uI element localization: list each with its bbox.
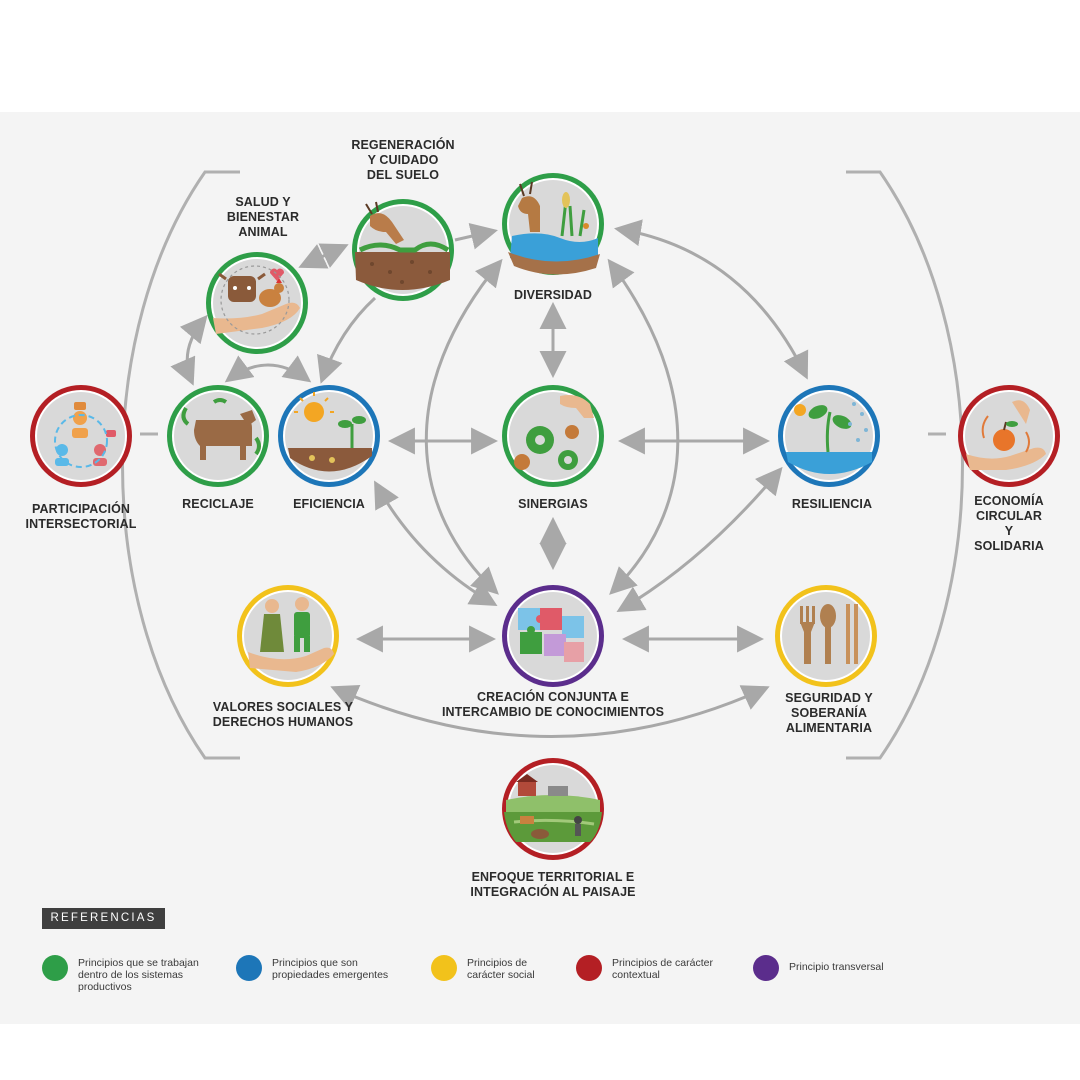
node-eficiencia xyxy=(278,385,380,487)
plant-rain-icon xyxy=(786,402,872,474)
label-reciclaje: RECICLAJE xyxy=(182,497,254,511)
gears-hand-icon xyxy=(514,395,594,470)
people-network-icon xyxy=(54,402,116,468)
landscape-icon xyxy=(504,774,602,842)
legend-dot-purple xyxy=(753,955,779,981)
legend-item-red: Principios de carácter contextual xyxy=(576,955,713,981)
legend-item-purple: Principio transversal xyxy=(753,955,884,981)
right-bracket xyxy=(846,170,964,760)
label-economia: ECONOMÍA CIRCULAR Y SOLIDARIA xyxy=(974,494,1044,553)
node-background-salud xyxy=(213,259,301,347)
cow-chicken-hand-icon xyxy=(213,265,300,335)
label-creacion: CREACIÓN CONJUNTA E INTERCAMBIO DE CONOC… xyxy=(441,690,665,719)
puzzle-icon xyxy=(518,608,584,662)
label-eficiencia: EFICIENCIA xyxy=(293,497,365,511)
cow-recycle-icon xyxy=(181,398,261,460)
arrow-regeneracion-diversidad xyxy=(454,223,498,250)
arrow-eficiencia-creacion xyxy=(374,480,498,607)
label-sinergias: SINERGIAS xyxy=(518,497,588,511)
label-resiliencia: RESILIENCIA xyxy=(791,497,873,511)
goat-soil-icon xyxy=(355,201,450,290)
label-diversidad: DIVERSIDAD xyxy=(513,288,593,302)
legend-item-blue: Principios que son propiedades emergente… xyxy=(236,955,388,981)
sun-sprout-icon xyxy=(288,392,372,472)
arrow-diversidad-creacion-left xyxy=(424,258,503,595)
arrow-diversidad-resiliencia xyxy=(614,219,809,380)
legend-title: REFERENCIAS xyxy=(42,908,165,929)
cutlery-icon xyxy=(800,604,858,664)
arrow-regeneracion-eficiencia xyxy=(317,296,377,384)
farmers-hand-icon xyxy=(248,597,334,672)
legend-dot-blue xyxy=(236,955,262,981)
legend-dot-green xyxy=(42,955,68,981)
legend-dot-red xyxy=(576,955,602,981)
label-valores: VALORES SOCIALES Y DERECHOS HUMANOS xyxy=(212,700,354,729)
label-salud: SALUD Y BIENESTAR ANIMAL xyxy=(226,195,300,239)
arrow-valores-seguridad xyxy=(330,684,770,738)
legend-text-red: Principios de carácter contextual xyxy=(612,957,713,981)
legend-item-green: Principios que se trabajan dentro de los… xyxy=(42,955,199,993)
arrow-resiliencia-creacion xyxy=(616,466,783,613)
arrow-reciclaje-eficiencia xyxy=(224,355,312,383)
label-participacion: PARTICIPACIÓN INTERSECTORIAL xyxy=(25,502,137,531)
arrow-diversidad-creacion-right xyxy=(607,258,680,595)
legend-text-purple: Principio transversal xyxy=(789,961,884,973)
arrow-salud-reciclaje xyxy=(170,314,208,386)
apple-hand-icon xyxy=(966,400,1046,470)
legend-text-green: Principios que se trabajan dentro de los… xyxy=(78,957,199,993)
arrow-salud-regeneracion xyxy=(298,243,349,269)
legend-dot-yellow xyxy=(431,955,457,981)
legend-text-yellow: Principios de carácter social xyxy=(467,957,535,981)
legend-text-blue: Principios que son propiedades emergente… xyxy=(272,957,389,981)
node-valores xyxy=(237,585,339,687)
label-regeneracion: REGENERACIÓN Y CUIDADO DEL SUELO xyxy=(351,138,455,182)
legend-item-yellow: Principios de carácter social xyxy=(431,955,535,981)
deer-river-icon xyxy=(508,181,600,275)
label-enfoque: ENFOQUE TERRITORIAL E INTEGRACIÓN AL PAI… xyxy=(470,870,636,899)
label-seguridad: SEGURIDAD Y SOBERANÍA ALIMENTARIA xyxy=(785,691,873,735)
